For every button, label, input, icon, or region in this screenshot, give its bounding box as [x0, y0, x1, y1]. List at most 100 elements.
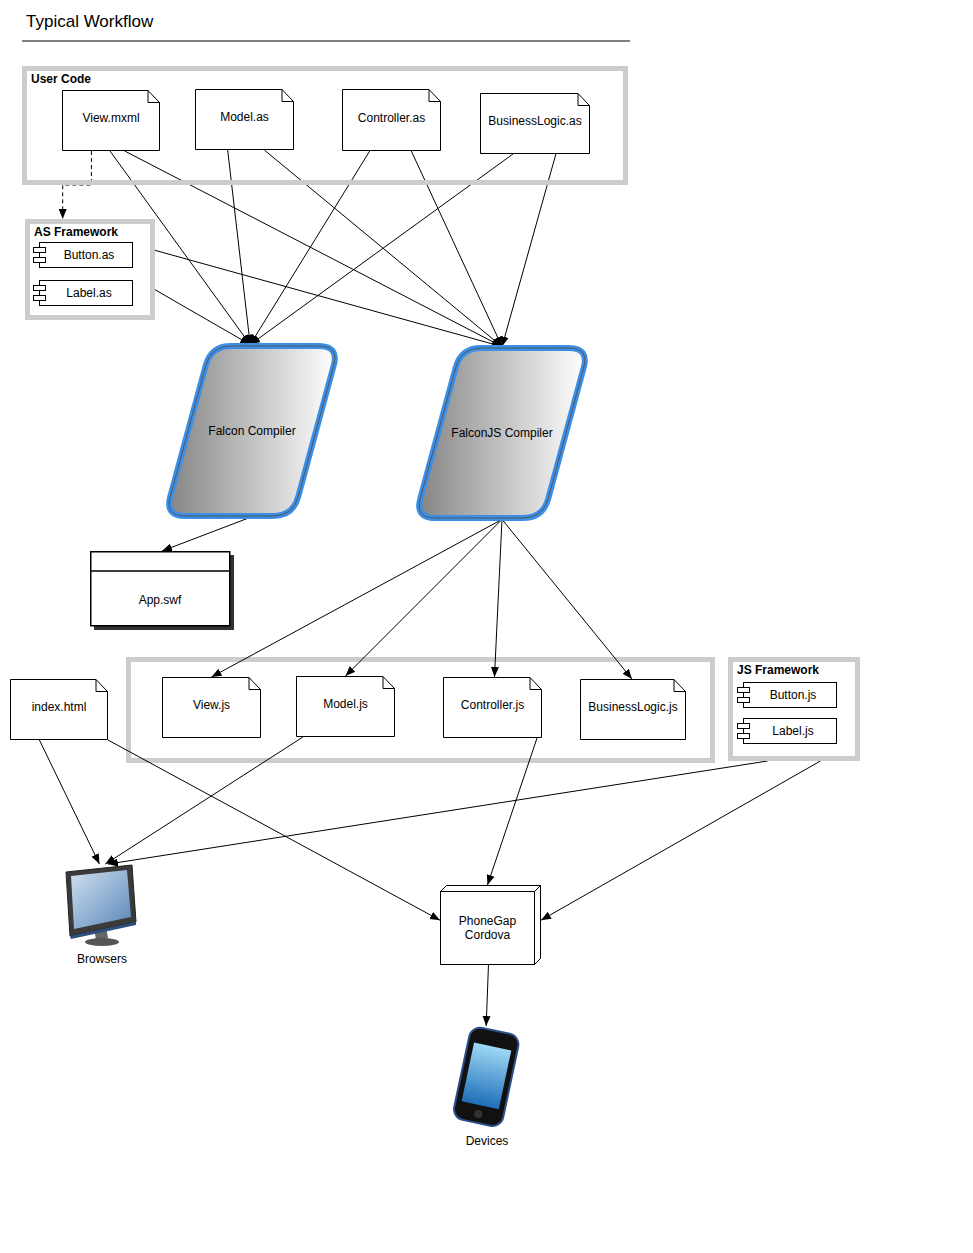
node-label: View.js [193, 698, 230, 712]
component-tab [738, 724, 750, 729]
source-file: Model.js [296, 676, 395, 737]
phone-button [474, 1109, 483, 1118]
component-tab [738, 688, 750, 693]
source-file: BusinessLogic.js [580, 679, 686, 740]
phone-figure [452, 1026, 520, 1128]
component-body [40, 281, 133, 306]
runtime-box: PhoneGap Cordova [440, 885, 541, 965]
browser-icon: Browsers [60, 862, 144, 966]
compiler-halo [169, 346, 335, 516]
source-file: View.js [162, 677, 261, 738]
component-body [744, 719, 837, 744]
flow-arrow [155, 290, 250, 345]
component-box: Button.js [737, 682, 837, 708]
source-file: index.html [10, 679, 108, 740]
node-label: Browsers [77, 952, 127, 966]
node-label: Model.js [323, 697, 368, 711]
browser-icon-outline [60, 862, 144, 966]
node-label: Button.js [770, 688, 817, 702]
file-fold [429, 90, 441, 102]
box-top [441, 886, 541, 892]
file-body [343, 90, 441, 151]
component-box: Label.as [33, 280, 133, 306]
compiler-shape: Falcon Compiler [161, 341, 343, 521]
flow-arrow [105, 737, 303, 864]
box-front [441, 892, 535, 965]
source-file: View.mxml [62, 90, 160, 151]
phone-screen [462, 1043, 512, 1110]
node-label: index.html [32, 700, 87, 714]
flow-arrow [212, 519, 503, 677]
file-body [444, 678, 542, 738]
group-frame: AS FrameworkButton.asLabel.as [25, 219, 155, 320]
group-heading: AS Framework [34, 225, 146, 239]
component-tab [34, 248, 46, 253]
phone-body [452, 1026, 520, 1128]
node-label: Controller.as [358, 111, 425, 125]
component-body [40, 243, 133, 268]
file-fold [96, 680, 108, 692]
file-body [581, 680, 686, 740]
file-body [481, 94, 590, 154]
monitor-screen [71, 870, 131, 929]
component-body [744, 683, 837, 708]
file-fold [148, 91, 160, 103]
package-body [91, 552, 230, 626]
file-body [163, 678, 261, 738]
file-fold [578, 94, 590, 106]
title-rule [22, 41, 630, 42]
group-border [25, 69, 626, 183]
component-tab [34, 296, 46, 301]
flow-arrow [502, 519, 632, 679]
group-border [731, 660, 858, 759]
flow-arrow [541, 761, 820, 920]
file-body [297, 677, 395, 737]
file-body [196, 90, 294, 150]
node-label: Falcon Compiler [208, 424, 295, 438]
source-file: Model.as [195, 89, 294, 150]
node-label: BusinessLogic.as [488, 114, 581, 128]
group-frame: User CodeView.mxml Model.as Controller.as B… [22, 66, 628, 185]
flow-arrow [63, 151, 92, 219]
group-frame: JS FrameworkButton.jsLabel.js [728, 657, 860, 761]
source-file: Controller.js [443, 677, 542, 738]
file-body [11, 680, 108, 740]
box-side [535, 886, 541, 965]
node-label: PhoneGap Cordova [452, 914, 524, 943]
file-fold [674, 680, 686, 692]
node-label: Controller.js [461, 698, 524, 712]
device-icon-outline [445, 1026, 529, 1148]
node-label: View.mxml [82, 111, 139, 125]
flow-arrow [162, 517, 250, 551]
node-label: BusinessLogic.js [588, 700, 677, 714]
compiler-edge [419, 348, 585, 518]
flow-arrow [494, 519, 502, 677]
group-border [28, 222, 153, 318]
flow-arrow [346, 519, 503, 676]
device-icon: Devices [445, 1026, 529, 1148]
component-tab [34, 258, 46, 263]
flow-arrow [487, 738, 537, 885]
group-heading: JS Framework [737, 663, 851, 677]
node-label: Button.as [64, 248, 115, 262]
monitor-trim [70, 922, 136, 939]
output-package-outline [90, 551, 234, 630]
node-label: Model.as [220, 110, 269, 124]
flow-arrow [228, 150, 251, 345]
flow-arrow [39, 740, 99, 864]
node-label: FalconJS Compiler [451, 426, 552, 440]
file-fold [249, 678, 261, 690]
package-divider [91, 570, 230, 572]
component-tab [738, 734, 750, 739]
node-label: App.swf [139, 593, 182, 607]
flow-arrow [155, 250, 502, 346]
node-label: Label.js [772, 724, 813, 738]
file-fold [383, 677, 395, 689]
source-file: BusinessLogic.as [480, 93, 590, 154]
source-file: Controller.as [342, 89, 441, 151]
node-label: Label.as [66, 286, 111, 300]
group-heading: User Code [31, 72, 619, 86]
compiler-halo [419, 348, 585, 518]
compiler-edge [169, 346, 335, 516]
